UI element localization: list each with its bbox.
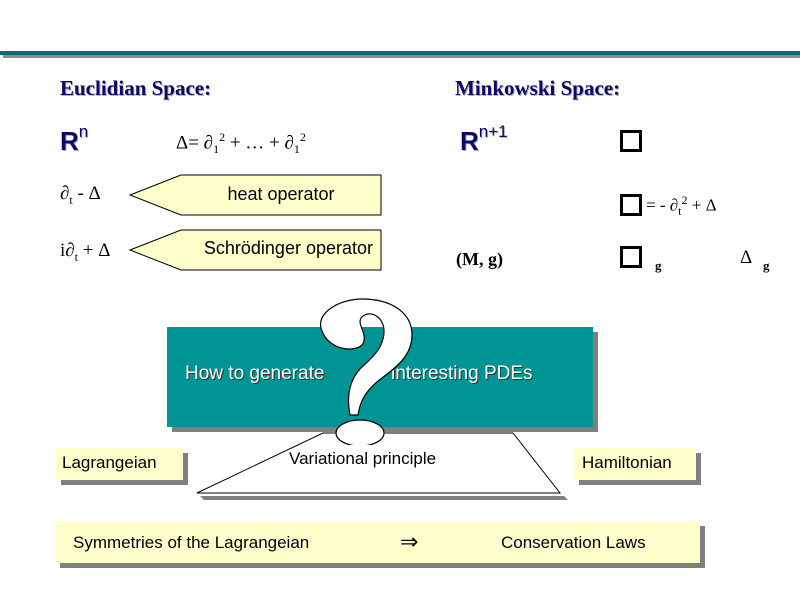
laplacian-symbol: Δ xyxy=(740,247,753,268)
minus-laplacian: - Δ xyxy=(72,183,101,204)
space-exponent: n+1 xyxy=(478,122,508,141)
laplace-subscript-g: g xyxy=(763,258,770,273)
i-partial: i∂ xyxy=(60,240,75,261)
laplace-beltrami: Δ xyxy=(740,247,752,269)
space-base: R xyxy=(60,126,79,156)
plus-laplacian: + Δ xyxy=(78,240,111,261)
equals-partial: = ∂ xyxy=(188,132,214,154)
dalembertian-box-icon xyxy=(620,130,642,152)
euclidian-space-symbol: Rn xyxy=(60,122,88,157)
euclidian-heading: Euclidian Space: xyxy=(60,76,212,100)
schrodinger-operator-callout: Schrödinger operator xyxy=(128,228,384,273)
ellipsis-term: + … + ∂ xyxy=(225,132,294,154)
partial: ∂ xyxy=(60,183,70,204)
heat-operator-label: heat operator xyxy=(227,184,335,204)
laplacian-symbol: Δ xyxy=(176,132,189,154)
schrodinger-operator-label: Schrödinger operator xyxy=(203,238,373,258)
question-right-text: interesting PDEs xyxy=(391,363,533,384)
superscript: 2 xyxy=(299,130,306,144)
dalembertian-box-icon xyxy=(620,246,642,268)
subscript: t xyxy=(74,249,79,264)
space-base: R xyxy=(460,126,479,156)
manifold-label: (M, g) xyxy=(456,249,503,269)
equals-minus-partial: = - ∂ xyxy=(646,195,679,215)
dalembertian-box-icon xyxy=(620,194,642,216)
subscript: t xyxy=(69,192,73,207)
callout-shape xyxy=(128,174,382,216)
symmetries-conservation-box: Symmetries of the Lagrangeian ⇒ Conserva… xyxy=(55,521,700,563)
header-rule-shadow xyxy=(3,55,800,58)
conservation-laws-label: Conservation Laws xyxy=(501,533,646,552)
symmetries-label: Symmetries of the Lagrangeian xyxy=(73,533,310,552)
plus-laplacian: + Δ xyxy=(687,195,717,215)
box-subscript-g: g xyxy=(655,258,662,273)
hamiltonian-box: Hamiltonian xyxy=(574,448,696,480)
callout-shape xyxy=(128,229,382,271)
laplacian-definition: Δ= ∂12 + … + ∂12 xyxy=(176,130,306,157)
header-rule xyxy=(0,51,800,55)
minkowski-space-symbol: Rn+1 xyxy=(460,122,508,157)
lagrangeian-box: Lagrangeian xyxy=(56,448,183,480)
triangle-shape xyxy=(196,432,562,494)
subscript: 1 xyxy=(213,142,220,157)
heat-expression: ∂t - Δ xyxy=(60,183,101,208)
triangle-shadow xyxy=(200,496,568,500)
question-left-text: How to generate xyxy=(185,363,325,384)
dalembertian-definition: = - ∂t2 + Δ xyxy=(646,193,717,219)
schrodinger-expression: i∂t + Δ xyxy=(60,240,110,265)
implies-arrow-icon: ⇒ xyxy=(400,529,419,554)
variational-triangle xyxy=(196,432,568,500)
minkowski-heading: Minkowski Space: xyxy=(455,76,621,100)
subscript: 1 xyxy=(293,142,300,157)
variational-principle-label: Variational principle xyxy=(289,449,437,468)
heat-operator-callout: heat operator xyxy=(128,173,384,218)
superscript: 2 xyxy=(219,130,226,144)
space-exponent: n xyxy=(78,122,89,141)
subscript: t xyxy=(678,204,682,219)
superscript: 2 xyxy=(681,193,688,207)
question-mark-icon xyxy=(319,298,413,445)
